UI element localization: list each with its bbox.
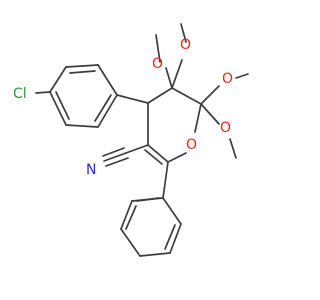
methoxy-oxygen-label: O: [152, 56, 163, 72]
phenyl-ring: [120, 197, 182, 257]
chlorophenyl-ring: [49, 64, 118, 128]
aryl-c4-bond: [116, 94, 149, 104]
methoxy-oxygen-label: O: [222, 71, 233, 87]
chlorine-atom-label: Cl: [13, 86, 27, 102]
c-cl-bond: [35, 91, 51, 94]
methoxy-groups: [155, 23, 249, 159]
nitrogen-atom-label: N: [86, 162, 96, 178]
pyran-ring: [144, 87, 202, 165]
ring-oxygen-atom-label: O: [186, 137, 197, 153]
phenyl-attachment-bond: [162, 161, 169, 199]
nitrile-group: [102, 144, 149, 167]
chemical-structure-diagram: Cl N O O O O O: [13, 23, 249, 257]
methoxy-oxygen-label: O: [180, 37, 191, 53]
methoxy-oxygen-label: O: [220, 120, 231, 136]
